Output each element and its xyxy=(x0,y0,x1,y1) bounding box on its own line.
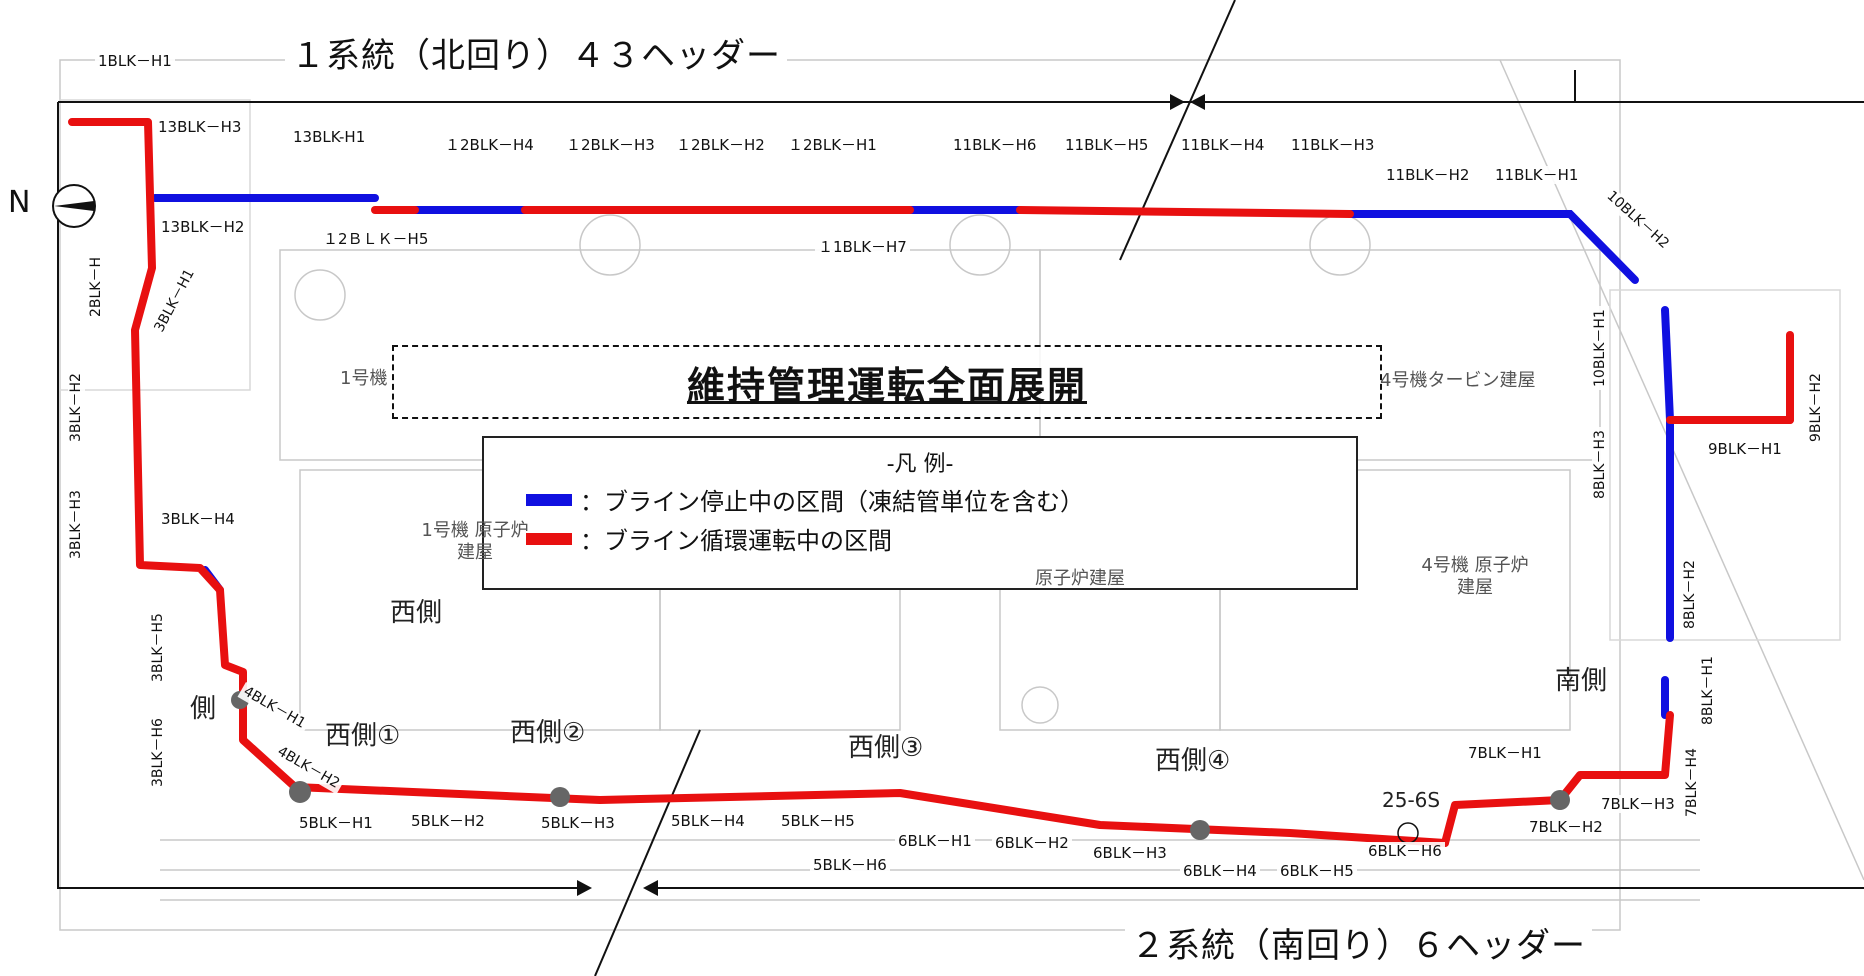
label-6blk-h4: 6BLK－H4 xyxy=(1180,862,1260,880)
label-1blk-h1: 1BLK－H1 xyxy=(95,52,175,70)
side-west4: 西側④ xyxy=(1155,746,1231,776)
label-10blk-h1: 10BLK－H1 xyxy=(1592,306,1609,390)
route-arrows xyxy=(577,94,1205,896)
label-3blk-h5: 3BLK－H5 xyxy=(150,610,167,685)
label-5blk-h2: 5BLK－H2 xyxy=(408,812,488,830)
label-6blk-h2: 6BLK－H2 xyxy=(992,834,1072,852)
label-6blk-h5: 6BLK－H5 xyxy=(1277,862,1357,880)
label-5blk-h1: 5BLK－H1 xyxy=(296,814,376,832)
building-reactor-3: 原子炉建屋 xyxy=(1035,568,1125,589)
side-west: 西側 xyxy=(390,598,443,628)
label-12blk-h4: １2BLK－H4 xyxy=(442,136,537,154)
side-west2: 西側② xyxy=(510,718,586,748)
legend-swatch-running xyxy=(526,532,572,545)
label-8blk-h2: 8BLK－H2 xyxy=(1682,557,1699,632)
label-5blk-h5: 5BLK－H5 xyxy=(778,812,858,830)
side-south: 南側 xyxy=(1555,666,1608,696)
legend-heading: -凡 例- xyxy=(886,452,954,477)
label-7blk-h4: 7BLK－H4 xyxy=(1684,745,1701,820)
label-9blk-h1: 9BLK－H1 xyxy=(1705,440,1785,458)
side-west3: 西側③ xyxy=(848,733,924,763)
label-5blk-h6: 5BLK－H6 xyxy=(810,856,890,874)
legend-text-stopped: ：ブライン停止中の区間（凍結管単位を含む） xyxy=(580,488,1084,516)
label-12blk-h2: １2BLK－H2 xyxy=(673,136,768,154)
label-3blk-h4: 3BLK－H4 xyxy=(158,510,238,528)
label-13blk-h1: 13BLK-H1 xyxy=(290,128,369,146)
label-12blk-h1: １2BLK－H1 xyxy=(785,136,880,154)
route-outline xyxy=(57,0,1864,976)
label-11blk-h2: 11BLK－H2 xyxy=(1383,166,1473,184)
legend: -凡 例- ：ブライン停止中の区間（凍結管単位を含む） ：ブライン循環運転中の区… xyxy=(482,436,1358,590)
label-3blk-h6: 3BLK－H6 xyxy=(150,715,167,790)
label-6blk-h1: 6BLK－H1 xyxy=(895,832,975,850)
legend-row-running: ：ブライン循環運転中の区間 xyxy=(526,521,1356,556)
label-8blk-h1: 8BLK－H1 xyxy=(1700,653,1717,728)
label-6blk-h3: 6BLK－H3 xyxy=(1090,844,1170,862)
label-12blk-h5: １2ＢＬＫ－H5 xyxy=(320,230,432,248)
label-7blk-h3: 7BLK－H3 xyxy=(1598,795,1678,813)
brine-running-lines xyxy=(68,118,1794,847)
label-11blk-h4: 11BLK－H4 xyxy=(1178,136,1268,154)
label-7blk-h1: 7BLK－H1 xyxy=(1465,744,1545,762)
label-11blk-h1: 11BLK－H1 xyxy=(1492,166,1582,184)
label-11blk-h5: 11BLK－H5 xyxy=(1062,136,1152,154)
north-label: N xyxy=(8,185,31,220)
south-route-header: ２系統（南回り）６ヘッダー xyxy=(1125,918,1592,967)
label-11blk-h7: １1BLK－H7 xyxy=(815,238,910,256)
label-11blk-h6: 11BLK－H6 xyxy=(950,136,1040,154)
label-9blk-h2: 9BLK－H2 xyxy=(1808,370,1825,445)
building-u1: 1号機 xyxy=(340,368,388,389)
label-8blk-h3: 8BLK－H3 xyxy=(1592,427,1609,502)
legend-row-stopped: ：ブライン停止中の区間（凍結管単位を含む） xyxy=(526,482,1356,517)
label-5blk-h4: 5BLK－H4 xyxy=(668,812,748,830)
label-13blk-h2: 13BLK－H2 xyxy=(158,218,248,236)
label-5blk-h3: 5BLK－H3 xyxy=(538,814,618,832)
label-3blk-h2: 3BLK－H2 xyxy=(68,370,85,445)
building-u4-reactor: 4号機 原子炉建屋 xyxy=(1421,555,1529,598)
label-3blk-h3: 3BLK－H3 xyxy=(68,487,85,562)
label-12blk-h3: １2BLK－H3 xyxy=(563,136,658,154)
building-u4-turbine: 4号機タービン建屋 xyxy=(1380,370,1536,391)
label-2blk-h: 2BLK－H xyxy=(88,253,105,320)
legend-text-running: ：ブライン循環運転中の区間 xyxy=(580,527,892,555)
building-u1-reactor: 1号機 原子炉建屋 xyxy=(421,520,529,563)
title-box: 維持管理運転全面展開 xyxy=(392,345,1382,419)
label-7blk-h2: 7BLK－H2 xyxy=(1526,818,1606,836)
label-6blk-h6: 6BLK－H6 xyxy=(1365,842,1445,860)
side-west1: 西側① xyxy=(325,721,401,751)
legend-swatch-stopped xyxy=(526,493,572,506)
compass-icon xyxy=(52,184,96,228)
label-11blk-h3: 11BLK－H3 xyxy=(1288,136,1378,154)
side-west-left: 側 xyxy=(190,694,217,724)
north-route-header: １系統（北回り）４３ヘッダー xyxy=(285,28,787,77)
page-title: 維持管理運転全面展開 xyxy=(686,363,1087,408)
label-13blk-h3: 13BLK－H3 xyxy=(155,118,245,136)
marker-25-6s-label: 25-6S xyxy=(1382,788,1441,812)
